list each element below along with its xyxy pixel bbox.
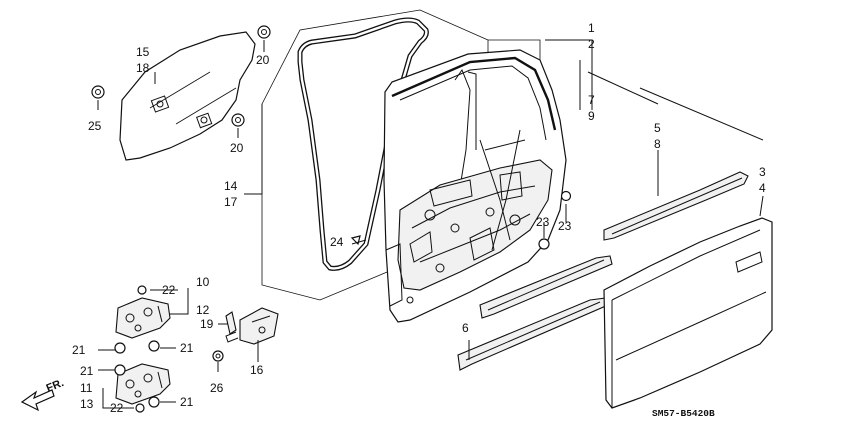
callout-19: 19: [200, 317, 214, 331]
callout-25: 25: [88, 119, 102, 133]
callout-16: 16: [250, 363, 264, 377]
callout-1: 1: [588, 21, 595, 35]
leader-lines: [97, 39, 764, 409]
lower-hinge: [115, 363, 171, 405]
callout-labels: 1 2 7 9 5 8 3 4 15 18 25 20 20 14 17 24 …: [72, 21, 766, 415]
callout-13: 13: [80, 397, 94, 411]
callout-21-a: 21: [72, 343, 86, 357]
callout-8: 8: [654, 137, 661, 151]
callout-15: 15: [136, 45, 150, 59]
clip-fasteners: [91, 25, 572, 250]
callout-3: 3: [759, 165, 766, 179]
callout-26: 26: [210, 381, 224, 395]
callout-7: 7: [588, 93, 595, 107]
callout-5: 5: [654, 121, 661, 135]
callout-20-mid: 20: [230, 141, 244, 155]
door-checker: [212, 307, 279, 362]
upper-hinge: [115, 297, 171, 339]
door-inner-frame: [383, 49, 567, 323]
callout-21-b: 21: [180, 341, 194, 355]
door-outer-skin: [603, 217, 773, 409]
callout-9: 9: [588, 109, 595, 123]
callout-20-top: 20: [256, 53, 270, 67]
callout-4: 4: [759, 181, 766, 195]
callout-22-lower: 22: [110, 401, 124, 415]
front-direction-arrow: FR.: [20, 377, 66, 412]
callout-22-upper: 22: [162, 283, 176, 297]
callout-17: 17: [224, 195, 238, 209]
callout-18: 18: [136, 61, 150, 75]
callout-24: 24: [330, 235, 344, 249]
callout-10: 10: [196, 275, 210, 289]
callout-21-d: 21: [180, 395, 194, 409]
callout-12: 12: [196, 303, 210, 317]
callout-11: 11: [80, 381, 93, 395]
door-weatherstrip: [297, 17, 429, 271]
direction-label: FR.: [45, 377, 66, 395]
callout-14: 14: [224, 179, 238, 193]
callout-21-c: 21: [80, 364, 94, 378]
door-hole-seal-sheet: [119, 31, 256, 161]
sash-reinforcement: [603, 171, 749, 241]
callout-6: 6: [462, 321, 469, 335]
callout-23-left: 23: [536, 215, 550, 229]
callout-2: 2: [588, 37, 595, 51]
diagram-code: SM57-B5420B: [652, 408, 715, 419]
callout-23-right: 23: [558, 219, 572, 233]
